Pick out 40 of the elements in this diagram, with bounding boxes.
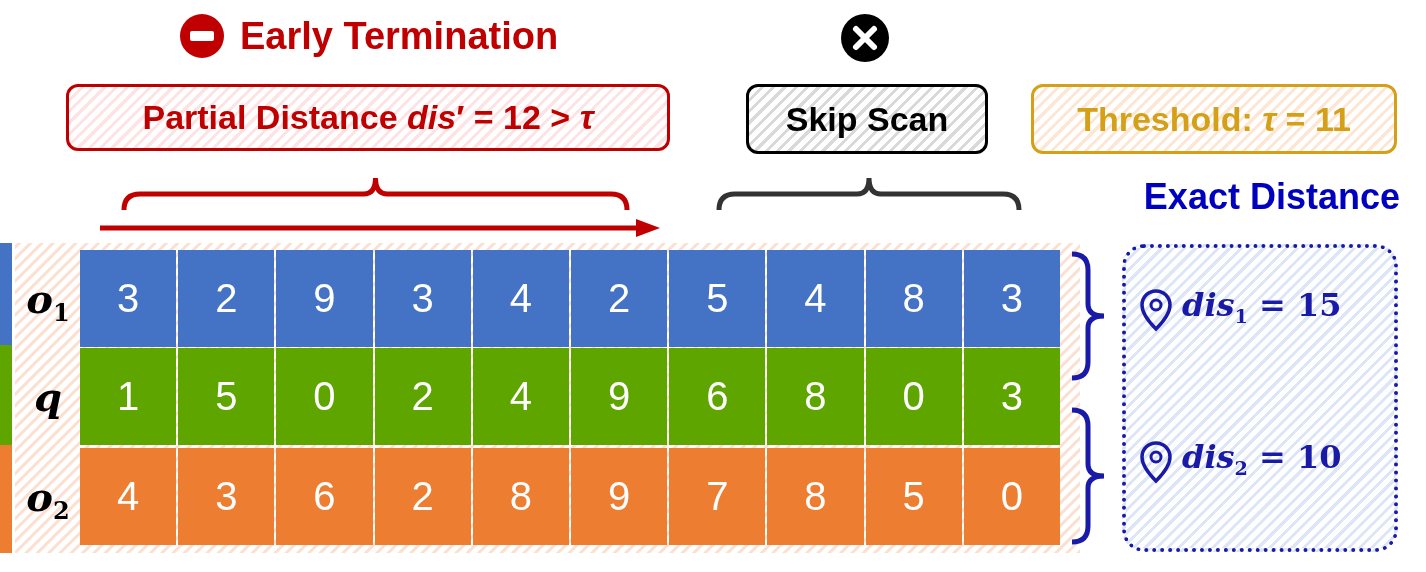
table-cell: 3 xyxy=(374,250,471,347)
table-cell: 2 xyxy=(374,448,471,545)
table-cell: 4 xyxy=(767,250,864,347)
table-cell: 3 xyxy=(80,250,177,347)
table-cell: 9 xyxy=(571,348,668,445)
row-label: o$_{1}$ xyxy=(25,274,71,330)
table-cell: 5 xyxy=(865,448,962,545)
table-cell: 3 xyxy=(178,448,275,545)
section-heading: Early Termination xyxy=(240,14,559,58)
table-cell: 2 xyxy=(571,250,668,347)
table-cell: 4 xyxy=(472,348,569,445)
table-cell: 3 xyxy=(963,348,1060,445)
table-cell: 6 xyxy=(669,348,766,445)
table-cell: 9 xyxy=(276,250,373,347)
box-heading: Exact Distance xyxy=(1143,176,1400,218)
table-cell: 4 xyxy=(80,448,177,545)
table-cell: 8 xyxy=(472,448,569,545)
table-cell: 8 xyxy=(865,250,962,347)
label-box: Partial Distance dis′ = 12 > τ xyxy=(66,84,670,151)
label-box: Skip Scan xyxy=(746,84,988,154)
table-cell: 2 xyxy=(374,348,471,445)
distance-value: dis$_{1}$ = 15 xyxy=(1182,286,1342,324)
table-cell: 6 xyxy=(276,448,373,545)
table-cell: 0 xyxy=(865,348,962,445)
row-label: q xyxy=(33,372,63,422)
table-cell: 0 xyxy=(963,448,1060,545)
table-cell: 8 xyxy=(767,448,864,545)
table-cell: 4 xyxy=(472,250,569,347)
table-cell: 7 xyxy=(669,448,766,545)
table-cell: 5 xyxy=(178,348,275,445)
table-cell: 8 xyxy=(767,348,864,445)
label-box: Threshold: τ = 11 xyxy=(1031,84,1397,154)
table-cell: 0 xyxy=(276,348,373,445)
table-cell: 3 xyxy=(963,250,1060,347)
table-cell: 1 xyxy=(80,348,177,445)
distance-value: dis$_{2}$ = 10 xyxy=(1182,438,1342,476)
table-cell: 2 xyxy=(178,250,275,347)
row-label: o$_{2}$ xyxy=(25,472,71,528)
table-cell: 5 xyxy=(669,250,766,347)
table-cell: 9 xyxy=(571,448,668,545)
